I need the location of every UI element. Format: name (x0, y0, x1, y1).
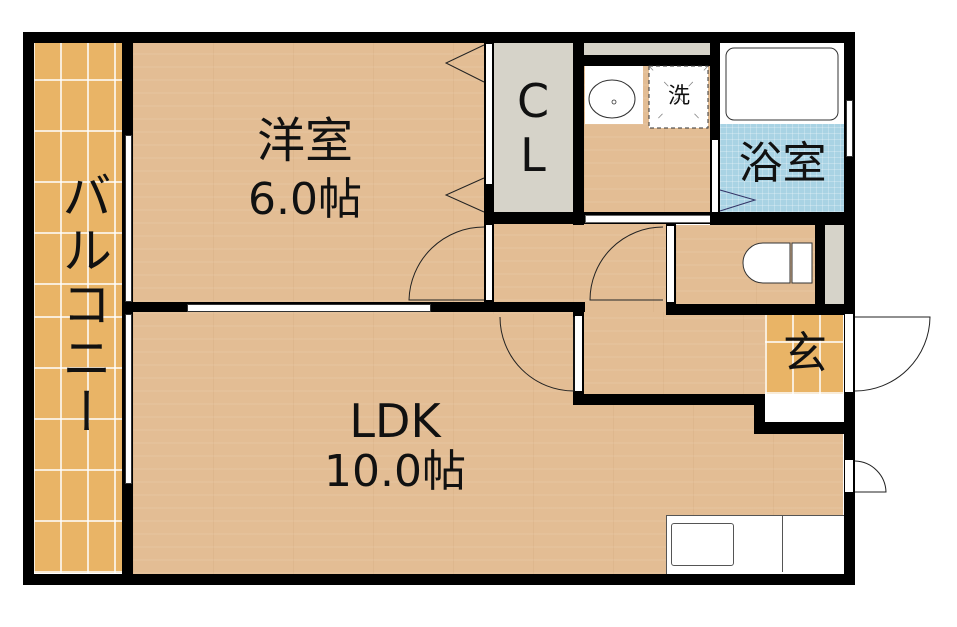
sliding-door-western (187, 304, 431, 312)
bathroom-label: 浴室 (738, 138, 827, 189)
wall-bath-toilet (710, 212, 855, 225)
balcony-window-upper (125, 135, 132, 302)
washbasin-icon (588, 79, 636, 119)
wash-shelf (584, 43, 710, 55)
entrance-floor (765, 314, 843, 394)
bathtub-icon (725, 47, 839, 121)
wall-shoe-bottom (754, 422, 855, 434)
western-door-strip (486, 225, 492, 300)
closet-area (493, 42, 573, 212)
entrance-door-strip (845, 314, 853, 392)
window-swing-icon (854, 460, 887, 493)
balcony-floor-lower (33, 285, 122, 573)
balcony-floor (33, 42, 122, 285)
entrance-door-swing-icon (854, 316, 931, 392)
closet-door-icon (444, 44, 485, 83)
bath-window (846, 100, 853, 157)
toilet-door-swing-icon (589, 226, 664, 301)
toilet-door-strip (667, 226, 674, 302)
ldk-door-swing-icon (499, 316, 575, 392)
wall-toilet-shelf (815, 224, 825, 312)
outer-wall-top (23, 32, 855, 43)
bath-door-strip (712, 140, 718, 212)
balcony-label: バルコニー (54, 170, 112, 440)
balcony-window-lower (125, 314, 132, 484)
ldk-door-strip (575, 316, 582, 391)
kitchen-window (845, 460, 853, 492)
ldk-area: 10.0帖 (324, 446, 466, 497)
western-room-area: 6.0帖 (248, 174, 362, 225)
hallway-entry-floor (583, 312, 768, 397)
western-room-floor (133, 42, 485, 302)
outer-wall-left (23, 32, 34, 585)
balcony-wall (122, 32, 133, 585)
western-room-label: 洋室 (256, 113, 353, 169)
toilet-icon (742, 242, 791, 284)
wall-wash-top-shelf (584, 55, 714, 66)
wall-toilet-bottom (666, 304, 855, 315)
bathroom-floor (720, 124, 845, 212)
shoe-cabinet (765, 394, 843, 422)
closet-label-l: L (520, 128, 546, 182)
wall-shoe-left (754, 394, 765, 434)
western-door-swing-icon (408, 226, 485, 301)
ldk-label: LDK (349, 394, 441, 448)
wall-closet-right (573, 42, 584, 225)
bath-door-icon (719, 189, 757, 212)
hallway-floor (493, 222, 668, 314)
kitchen-counter (666, 515, 844, 574)
entrance-label: 玄 (783, 328, 827, 379)
wall-hall-ldk-horiz (573, 394, 765, 405)
washroom-label: 洗 (667, 84, 690, 109)
closet-door-strip (486, 44, 492, 184)
wall-wash-bath (710, 42, 720, 225)
closet-label-c: C (516, 74, 550, 128)
kitchen-stove-divider (782, 515, 783, 572)
toilet-shelf (825, 225, 845, 305)
kitchen-sink (671, 523, 734, 566)
outer-wall-bottom (23, 574, 855, 585)
closet-door-icon-2 (444, 177, 485, 213)
